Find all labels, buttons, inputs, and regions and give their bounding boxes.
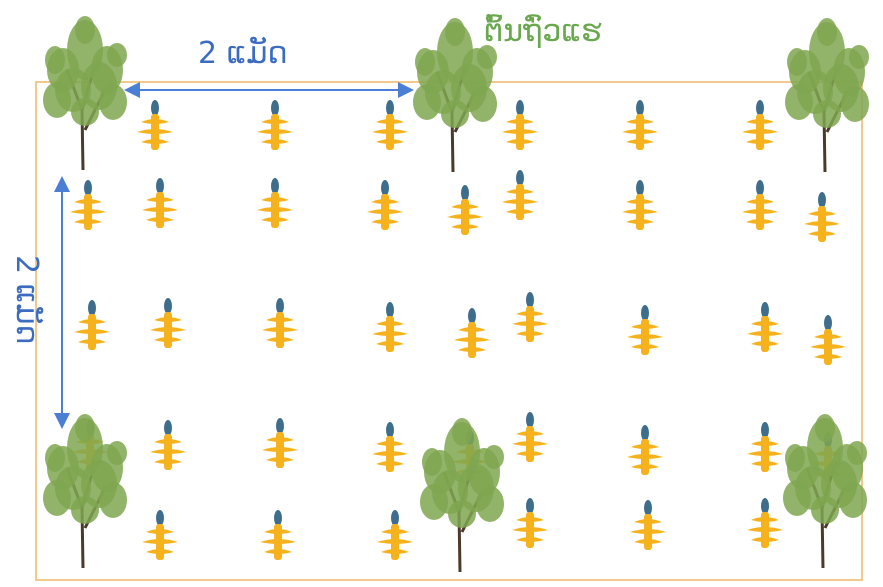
pineapple-plant-icon (142, 178, 178, 228)
pigeon-pea-tree-icon (420, 418, 504, 572)
pineapple-plant-icon (257, 178, 293, 228)
pineapple-plant-icon (512, 292, 548, 342)
pineapple-plant-icon (512, 498, 548, 548)
pineapple-plant-icon (502, 170, 538, 220)
pineapple-plant-icon (367, 180, 403, 230)
pineapple-plant-icon (747, 302, 783, 352)
pigeon-pea-trees (43, 16, 869, 572)
pineapple-plant-icon (372, 100, 408, 150)
pineapple-plant-icon (137, 100, 173, 150)
pineapple-plant-icon (742, 100, 778, 150)
pigeon-pea-tree-icon (785, 18, 869, 172)
pineapple-plant-icon (454, 308, 490, 358)
horizontal-spacing-label: 2 ແມັດ (198, 36, 287, 71)
pineapple-plant-icon (627, 305, 663, 355)
pineapple-plant-icon (142, 510, 178, 560)
tree-label: ຕົ້ນຖົ່ວແຮ (484, 14, 602, 49)
pineapple-plant-icon (372, 302, 408, 352)
pineapple-plant-icon (260, 510, 296, 560)
pineapple-plant-icon (150, 420, 186, 470)
pineapple-plant-icon (262, 418, 298, 468)
pigeon-pea-tree-icon (783, 414, 867, 568)
pineapple-plant-icon (747, 422, 783, 472)
vertical-spacing-label: 2 ແມັດ (9, 255, 44, 344)
pineapple-plant-icon (804, 192, 840, 242)
pineapple-plant-icon (512, 412, 548, 462)
pineapple-plant-icon (372, 422, 408, 472)
pineapple-plant-icon (257, 100, 293, 150)
pineapple-plant-icon (630, 500, 666, 550)
pineapple-plant-icon (747, 498, 783, 548)
pineapple-plant-icon (810, 315, 846, 365)
pineapple-plant-icon (70, 180, 106, 230)
pineapple-plant-icon (262, 298, 298, 348)
pigeon-pea-tree-icon (43, 414, 127, 568)
pineapple-plant-icon (447, 185, 483, 235)
pigeon-pea-tree-icon (43, 16, 127, 170)
pineapple-plant-icon (150, 298, 186, 348)
pineapple-plant-icon (742, 180, 778, 230)
pineapple-plant-icon (74, 300, 110, 350)
pineapple-plant-icon (622, 100, 658, 150)
pineapple-plant-icon (622, 180, 658, 230)
pineapple-plant-icon (377, 510, 413, 560)
pineapple-plant-icon (502, 100, 538, 150)
pineapple-plant-icon (627, 425, 663, 475)
